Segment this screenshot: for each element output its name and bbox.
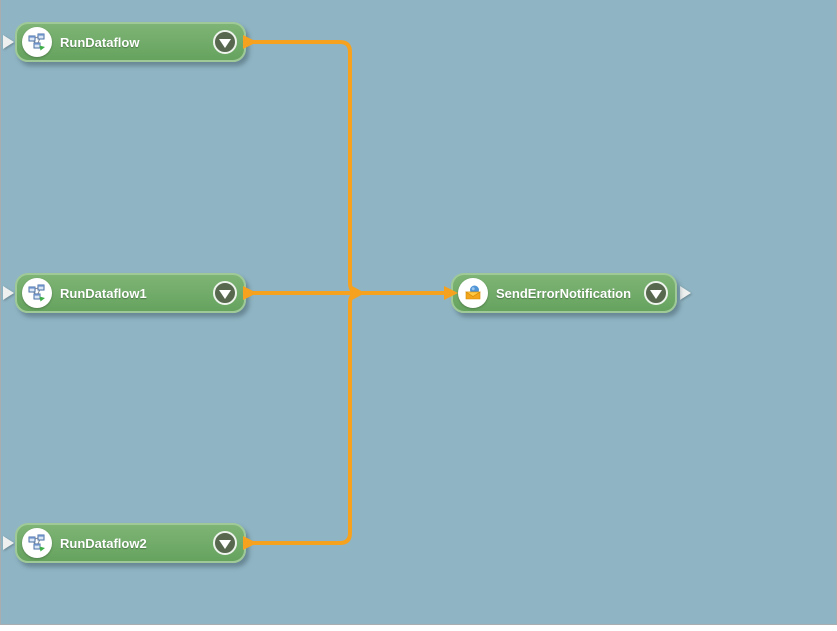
input-port-rundataflow[interactable] — [3, 35, 14, 49]
node-dropdown-button[interactable] — [213, 281, 237, 305]
node-label: SendErrorNotification — [496, 285, 632, 301]
task-icon-circle — [22, 27, 52, 57]
node-label: RunDataflow1 — [60, 285, 147, 301]
chevron-down-icon — [219, 38, 231, 48]
task-node-rundataflow2[interactable]: RunDataflow2 — [15, 523, 246, 563]
task-node-rundataflow[interactable]: RunDataflow — [15, 22, 246, 62]
task-node-rundataflow1[interactable]: RunDataflow1 — [15, 273, 246, 313]
task-icon-circle — [458, 278, 488, 308]
node-dropdown-button[interactable] — [213, 30, 237, 54]
task-icon-circle — [22, 528, 52, 558]
chevron-down-icon — [219, 289, 231, 299]
node-dropdown-button[interactable] — [213, 531, 237, 555]
edge-junction-arrow — [352, 286, 365, 300]
dataflow-task-icon — [28, 33, 45, 51]
output-port-senderrornotification[interactable] — [680, 286, 691, 300]
dataflow-task-icon — [28, 534, 45, 552]
send-mail-icon — [464, 285, 482, 300]
dataflow-task-icon — [28, 284, 45, 302]
node-dropdown-button[interactable] — [644, 281, 668, 305]
edge-rundataflow-to-senderrornotification[interactable] — [245, 40, 361, 295]
task-icon-circle — [22, 278, 52, 308]
input-port-rundataflow2[interactable] — [3, 536, 14, 550]
task-node-senderrornotification[interactable]: SendErrorNotification — [451, 273, 677, 313]
chevron-down-icon — [650, 289, 662, 299]
chevron-down-icon — [219, 539, 231, 549]
edge-rundataflow2-to-senderrornotification[interactable] — [245, 291, 361, 545]
node-label: RunDataflow2 — [60, 535, 147, 551]
node-label: RunDataflow — [60, 34, 140, 50]
input-port-rundataflow1[interactable] — [3, 286, 14, 300]
